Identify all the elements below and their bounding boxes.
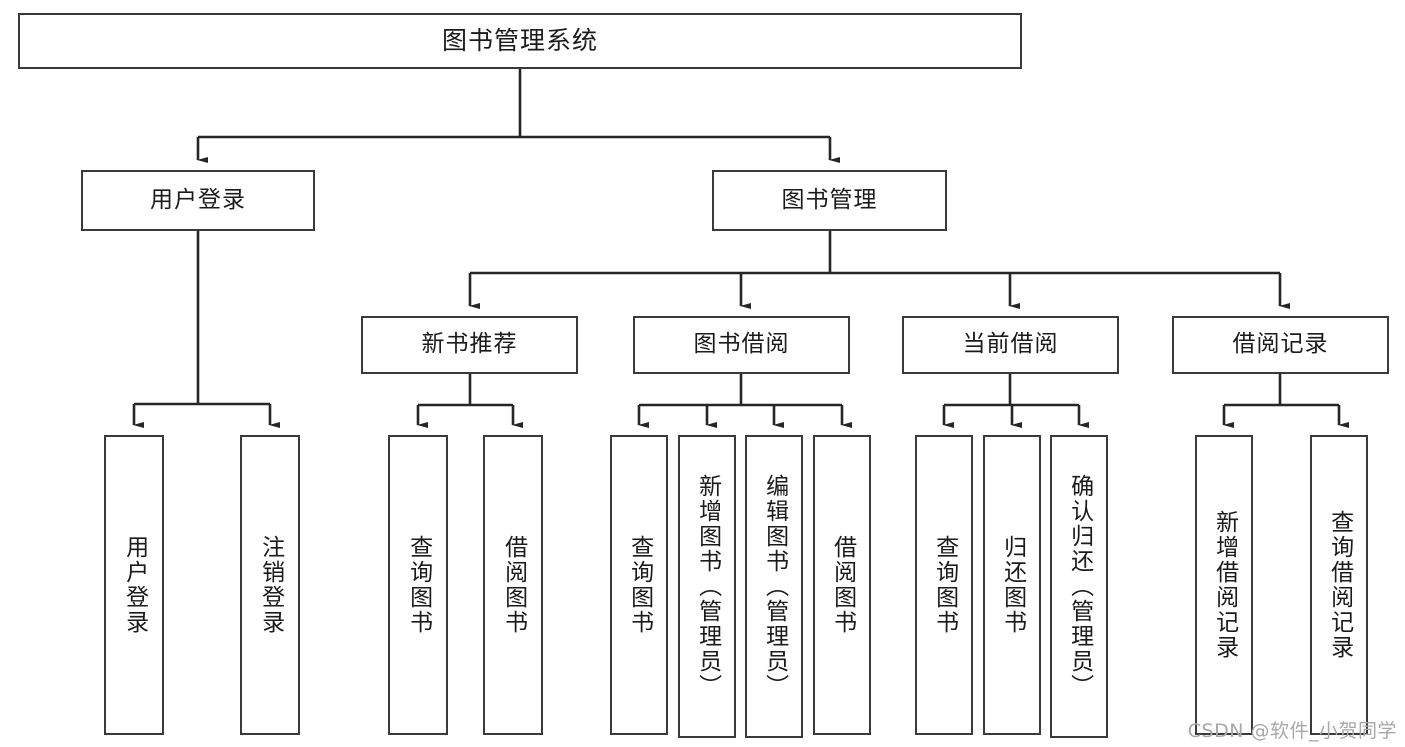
node-book-manage[interactable]: 图书管理 bbox=[712, 170, 947, 231]
node-label: 编辑图书（管理员） bbox=[761, 474, 788, 699]
node-label: 查询图书 bbox=[931, 535, 958, 635]
node-label: 用户登录 bbox=[121, 535, 148, 635]
node-label: 归还图书 bbox=[999, 535, 1026, 635]
node-label: 新书推荐 bbox=[421, 331, 518, 358]
node-label: 借阅图书 bbox=[500, 535, 527, 635]
csdn-watermark: CSDN @软件_小贺同学 bbox=[1187, 720, 1397, 742]
node-leaf-user-login[interactable]: 用户登录 bbox=[104, 435, 164, 735]
node-label: 查询图书 bbox=[405, 535, 432, 635]
node-leaf-edit-book-admin[interactable]: 编辑图书（管理员） bbox=[745, 435, 803, 738]
node-leaf-query-book-3[interactable]: 查询图书 bbox=[915, 435, 973, 735]
node-label: 用户登录 bbox=[150, 186, 246, 213]
node-label: 借阅图书 bbox=[829, 535, 856, 635]
node-book-borrow[interactable]: 图书借阅 bbox=[633, 316, 850, 374]
node-label: 确认归还（管理员） bbox=[1066, 474, 1093, 699]
node-label: 新增图书（管理员） bbox=[694, 474, 721, 699]
node-leaf-add-book-admin[interactable]: 新增图书（管理员） bbox=[678, 435, 736, 738]
node-label: 图书管理 bbox=[781, 186, 878, 213]
node-leaf-query-book-2[interactable]: 查询图书 bbox=[610, 435, 668, 735]
node-leaf-query-book-1[interactable]: 查询图书 bbox=[388, 435, 448, 735]
node-current-borrow[interactable]: 当前借阅 bbox=[902, 316, 1119, 374]
node-label: 借阅记录 bbox=[1232, 331, 1329, 358]
node-leaf-logout[interactable]: 注销登录 bbox=[240, 435, 300, 735]
node-label: 查询借阅记录 bbox=[1326, 510, 1353, 660]
node-label: 新增借阅记录 bbox=[1211, 510, 1238, 660]
node-borrow-record[interactable]: 借阅记录 bbox=[1172, 316, 1389, 374]
node-leaf-borrow-book-2[interactable]: 借阅图书 bbox=[813, 435, 871, 735]
node-leaf-borrow-book-1[interactable]: 借阅图书 bbox=[483, 435, 543, 735]
node-leaf-add-borrow-record[interactable]: 新增借阅记录 bbox=[1195, 435, 1253, 735]
node-label: 图书借阅 bbox=[693, 331, 790, 358]
node-user-login[interactable]: 用户登录 bbox=[81, 170, 315, 231]
node-label: 注销登录 bbox=[257, 535, 284, 635]
node-label: 查询图书 bbox=[626, 535, 653, 635]
node-root[interactable]: 图书管理系统 bbox=[18, 13, 1022, 69]
node-leaf-query-borrow-record[interactable]: 查询借阅记录 bbox=[1310, 435, 1368, 735]
node-leaf-confirm-return-admin[interactable]: 确认归还（管理员） bbox=[1050, 435, 1108, 738]
node-new-book-recommend[interactable]: 新书推荐 bbox=[361, 316, 578, 374]
node-label: 图书管理系统 bbox=[441, 26, 598, 56]
node-label: 当前借阅 bbox=[962, 331, 1059, 358]
node-leaf-return-book[interactable]: 归还图书 bbox=[983, 435, 1041, 735]
